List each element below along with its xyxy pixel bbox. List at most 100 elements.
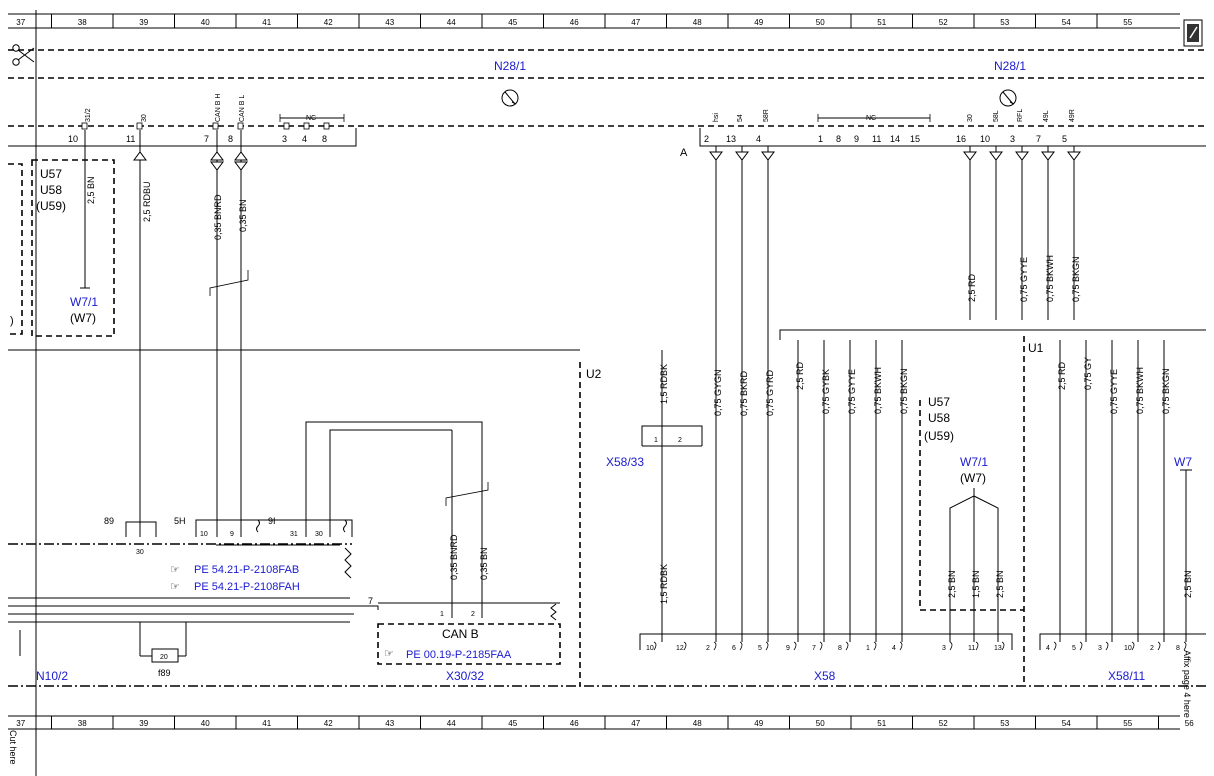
x58-pin-2: 2 bbox=[706, 645, 710, 652]
ruler-tick-50: 50 bbox=[816, 719, 825, 728]
x30-32-can-b: CAN B ☞ PE 00.19-P-2185FAA X30/32 0,35 B… bbox=[377, 430, 561, 683]
ruler-tick-40: 40 bbox=[201, 18, 210, 27]
w7-1-label-right: W7/1 bbox=[960, 455, 988, 469]
fuse-f89-label: f89 bbox=[158, 668, 171, 678]
svg-text:☞: ☞ bbox=[170, 581, 180, 593]
ruler-tick-54: 54 bbox=[1062, 18, 1071, 27]
svg-text:2,5 RDBU: 2,5 RDBU bbox=[142, 181, 152, 222]
ref-pe-2108fah: PE 54.21-P-2108FAH bbox=[194, 581, 300, 593]
ruler-tick-51: 51 bbox=[877, 18, 886, 27]
x58-11-pin-2: 2 bbox=[1150, 645, 1154, 652]
ref-pe-2185faa: PE 00.19-P-2185FAA bbox=[406, 649, 512, 661]
svg-text:0,35 BN: 0,35 BN bbox=[479, 547, 489, 580]
ruler-tick-48: 48 bbox=[693, 18, 702, 27]
x30-32-label: X30/32 bbox=[446, 669, 484, 683]
harness-lines: 7 20 f89 bbox=[8, 596, 379, 678]
svg-text:30: 30 bbox=[315, 531, 323, 538]
pin-r1: 1 bbox=[818, 134, 823, 144]
wire-can-bn: 0,35 BN bbox=[209, 130, 249, 537]
svg-text:30: 30 bbox=[136, 549, 144, 556]
ruler-tick-41: 41 bbox=[262, 719, 271, 728]
svg-text:☞: ☞ bbox=[384, 648, 394, 660]
ruler-tick-45: 45 bbox=[508, 719, 517, 728]
x58-pin-13: 13 bbox=[994, 645, 1002, 652]
pin-label-54: 54 bbox=[737, 114, 744, 122]
svg-text:0,75 GY: 0,75 GY bbox=[1083, 357, 1093, 390]
ruler-tick-41: 41 bbox=[262, 18, 271, 27]
n28-right-label: N28/1 bbox=[994, 59, 1026, 73]
pin-8: 8 bbox=[228, 134, 233, 144]
pin-label-58l: 58L bbox=[993, 110, 1000, 122]
x58-33-label: X58/33 bbox=[606, 455, 644, 469]
ruler-tick-38: 38 bbox=[78, 719, 87, 728]
svg-text:2,5 BN: 2,5 BN bbox=[995, 570, 1005, 598]
u57-box-right: U57 U58 (U59) W7/1 (W7) 2,5 BN 1,5 BN 2,… bbox=[919, 395, 1024, 642]
svg-text:0,75 GYYE: 0,75 GYYE bbox=[847, 369, 857, 414]
n28-left-label: N28/1 bbox=[494, 59, 526, 73]
svg-text:9I: 9I bbox=[268, 516, 276, 526]
svg-text:0,75 GYBK: 0,75 GYBK bbox=[821, 369, 831, 414]
n10-2-label: N10/2 bbox=[36, 669, 68, 683]
ruler-tick-53: 53 bbox=[1000, 18, 1009, 27]
u2-boundary: U2 bbox=[579, 362, 602, 686]
svg-text:U58: U58 bbox=[928, 411, 950, 425]
svg-text:2: 2 bbox=[678, 437, 682, 444]
manual-book-icon bbox=[1183, 19, 1203, 47]
u57-label: U57 bbox=[40, 167, 62, 181]
pin-8b: 8 bbox=[322, 134, 327, 144]
pin-r5: 5 bbox=[1062, 134, 1067, 144]
ruler-tick-51: 51 bbox=[877, 719, 886, 728]
x58-11-pin-3: 3 bbox=[1098, 645, 1102, 652]
nc-label-left: NC bbox=[306, 115, 316, 122]
pin-r11: 11 bbox=[872, 134, 881, 144]
svg-text:): ) bbox=[10, 315, 14, 327]
ruler-tick-49: 49 bbox=[754, 719, 763, 728]
svg-text:0,35 BN: 0,35 BN bbox=[238, 199, 248, 232]
wires-connector-a: 0,75 GYGN 0,75 BKRD 0,75 GYRD bbox=[709, 146, 775, 642]
cut-here-label: Cut here bbox=[8, 730, 18, 765]
svg-text:9: 9 bbox=[230, 531, 234, 538]
connector-a-label: A bbox=[680, 147, 688, 159]
ruler-tick-37: 37 bbox=[16, 18, 25, 27]
ref-pe-2108fab: PE 54.21-P-2108FAB bbox=[194, 564, 299, 576]
pin-label-58r: 58R bbox=[763, 109, 770, 122]
scissors-icon bbox=[12, 44, 35, 66]
ruler-tick-56: 56 bbox=[1185, 719, 1194, 728]
x58-pin-5: 5 bbox=[758, 645, 762, 652]
ruler-tick-49: 49 bbox=[754, 18, 763, 27]
pin-r2: 2 bbox=[704, 134, 709, 144]
x58-pin-8: 8 bbox=[838, 645, 842, 652]
svg-text:0,75 BKWH: 0,75 BKWH bbox=[1045, 255, 1055, 302]
ruler-tick-39: 39 bbox=[139, 18, 148, 27]
w7-paren-label-right: (W7) bbox=[960, 471, 986, 485]
u1-label: U1 bbox=[1028, 341, 1044, 355]
x58-33-connector: 1,5 RDBK 1,5 RDBK 1 2 X58/33 bbox=[606, 350, 703, 642]
svg-text:1,5 RDBK: 1,5 RDBK bbox=[659, 364, 669, 404]
x58-11-pin-10: 10 bbox=[1124, 645, 1132, 652]
svg-text:0,75 GYYE: 0,75 GYYE bbox=[1019, 257, 1029, 302]
svg-text:U57: U57 bbox=[928, 395, 950, 409]
svg-text:2: 2 bbox=[471, 611, 475, 618]
svg-text:10: 10 bbox=[200, 531, 208, 538]
pin-r4: 4 bbox=[756, 134, 761, 144]
svg-text:0,75 BKGN: 0,75 BKGN bbox=[1161, 368, 1171, 414]
svg-text:1: 1 bbox=[440, 611, 444, 618]
svg-text:0,75 BKRD: 0,75 BKRD bbox=[739, 370, 749, 416]
wire-bn-2-5-left: 2,5 BN bbox=[80, 130, 96, 289]
svg-text:20: 20 bbox=[160, 654, 168, 661]
x58-pin-4: 4 bbox=[892, 645, 896, 652]
pin-r14: 14 bbox=[890, 134, 900, 144]
pin-r10: 10 bbox=[980, 134, 990, 144]
pin-7: 7 bbox=[204, 134, 209, 144]
w7-label: W7 bbox=[1174, 455, 1192, 469]
x58-pin-11: 11 bbox=[968, 645, 975, 652]
pin-label-can-b-h: CAN B H bbox=[215, 94, 222, 122]
pin-11: 11 bbox=[126, 134, 135, 144]
ruler-tick-43: 43 bbox=[385, 719, 394, 728]
svg-text:0,35 BNRD: 0,35 BNRD bbox=[213, 194, 223, 240]
ruler-tick-55: 55 bbox=[1123, 18, 1132, 27]
x58-pin-6: 6 bbox=[732, 645, 736, 652]
x58-11-pin-4: 4 bbox=[1046, 645, 1050, 652]
